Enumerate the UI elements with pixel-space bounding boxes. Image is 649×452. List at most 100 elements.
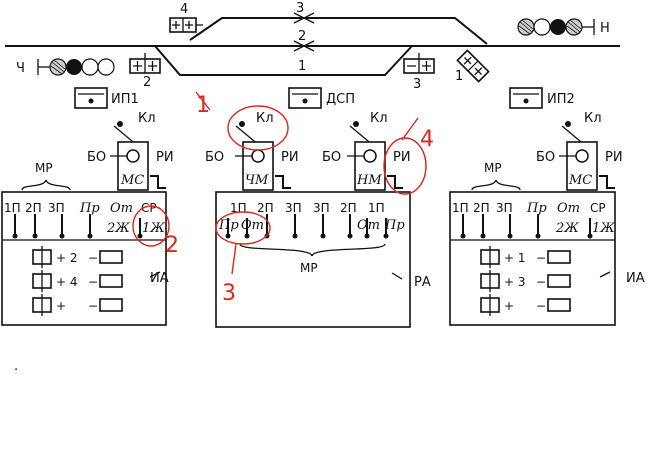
panel-left	[1, 179, 167, 326]
indicator-dsp-label: ДСП	[326, 92, 355, 107]
right-end-label: Н	[600, 21, 610, 36]
panel-mid-1p-b: 1П	[368, 201, 385, 215]
panel-right-row-2	[480, 270, 571, 292]
ri-label-chm: РИ	[281, 150, 299, 165]
signal-3	[403, 53, 435, 74]
key-unit-nm	[347, 121, 403, 191]
panel-right-row3-text: +	[504, 299, 514, 313]
switch-1-label: 1	[455, 69, 463, 84]
bo-label-left: БО	[87, 150, 106, 165]
left-end-label: Ч	[16, 61, 25, 76]
ri-label-left: РИ	[156, 150, 174, 165]
bo-label-chm: БО	[205, 150, 224, 165]
nm-label: НМ	[356, 173, 382, 188]
signal-1	[456, 49, 490, 83]
panel-right-label: ИА	[626, 271, 645, 286]
panel-left-row2-minus: −	[88, 275, 98, 289]
track-3-label: 3	[296, 1, 304, 16]
panel-mid-ot-a: От	[241, 218, 264, 233]
panel-right-2p: 2П	[473, 201, 490, 215]
track-2-arrows	[293, 40, 315, 52]
panel-left-row1-text: + 2	[56, 251, 78, 265]
switch-2-label: 2	[143, 75, 151, 90]
ms-label-right: МС	[568, 173, 592, 188]
signal-4	[169, 17, 203, 33]
panel-left-row3-text: +	[56, 299, 66, 313]
panel-mid-2p-a: 2П	[257, 201, 274, 215]
annotation-number-1: 1	[196, 93, 210, 118]
chm-label: ЧМ	[245, 173, 269, 188]
panel-mid	[215, 191, 411, 328]
annotation-number-4: 4	[420, 127, 434, 152]
track-3-arrows	[293, 12, 315, 24]
bo-label-nm: БО	[322, 150, 341, 165]
panel-mid-group: МР	[300, 261, 318, 275]
panel-right-1zh: 1Ж	[592, 221, 615, 236]
kl-label-chm: Кл	[256, 111, 274, 126]
signal-4-label: 4	[180, 2, 188, 17]
annotation-stroke-3	[231, 243, 237, 275]
panel-right-row3-minus: −	[536, 299, 546, 313]
panel-left-2zh: 2Ж	[106, 221, 130, 236]
switch-3-label: 3	[413, 77, 421, 92]
panel-right-ot: От	[557, 201, 580, 216]
ms-label-left: МС	[120, 173, 144, 188]
indicator-ip2-label: ИП2	[547, 92, 575, 107]
track-layout	[5, 12, 620, 76]
kl-label-nm: Кл	[370, 111, 388, 126]
ri-label-right: РИ	[605, 150, 623, 165]
track-3-line	[189, 17, 488, 45]
signal-2	[129, 53, 161, 74]
panel-mid-pr-a: Пр	[218, 218, 239, 233]
panel-right-3p: 3П	[496, 201, 513, 215]
track-2-label: 2	[298, 29, 306, 44]
panel-mid-label: РА	[414, 275, 431, 290]
panel-right-row1-text: + 1	[504, 251, 526, 265]
panel-left-ot: От	[110, 201, 133, 216]
panel-right-2zh: 2Ж	[555, 221, 579, 236]
track-1-label: 1	[298, 59, 306, 74]
panel-left-1p: 1П	[4, 201, 21, 215]
right-end-signal	[517, 18, 595, 36]
panel-left-sr: СР	[141, 201, 157, 215]
panel-right-row2-text: + 3	[504, 275, 526, 289]
track-1-line	[154, 45, 413, 76]
annotation-circle-kl	[227, 105, 289, 151]
indicator-ip1-label: ИП1	[111, 92, 139, 107]
panel-right-row2-minus: −	[536, 275, 546, 289]
kl-label-right: Кл	[584, 111, 602, 126]
panel-left-label: ИА	[150, 271, 169, 286]
stray-dot: .	[14, 359, 18, 374]
panel-right-row1-minus: −	[536, 251, 546, 265]
annotation-circle-pr-ot	[215, 211, 271, 245]
panel-mid-3p-b: 3П	[313, 201, 330, 215]
annotation-number-3: 3	[222, 281, 236, 306]
panel-left-row-3	[32, 294, 123, 316]
annotation-stroke-1	[195, 91, 211, 111]
panel-right-row-3	[480, 294, 571, 316]
annotation-circle-1zh	[132, 205, 170, 247]
panel-mid-pr-b: Пр	[384, 218, 405, 233]
panel-left-3p: 3П	[48, 201, 65, 215]
panel-left-row3-minus: −	[88, 299, 98, 313]
indicator-ip1	[74, 87, 108, 109]
panel-right	[449, 179, 616, 326]
red-annotations	[132, 91, 427, 275]
panel-left-row1-minus: −	[88, 251, 98, 265]
annotation-circle-ri	[383, 137, 427, 195]
left-end-signal	[37, 58, 115, 76]
indicator-dsp	[288, 87, 322, 109]
panel-right-sr: СР	[590, 201, 606, 215]
ri-label-nm: РИ	[393, 150, 411, 165]
panel-left-group: МР	[35, 161, 53, 175]
panel-right-1p: 1П	[452, 201, 469, 215]
panel-right-pr: Пр	[526, 201, 547, 216]
indicator-ip2	[509, 87, 543, 109]
annotation-stroke-4	[401, 117, 419, 141]
kl-label-left: Кл	[138, 111, 156, 126]
annotation-number-2: 2	[165, 233, 179, 258]
panel-mid-ot-b: От	[357, 218, 380, 233]
panel-left-row2-text: + 4	[56, 275, 78, 289]
panel-left-2p: 2П	[25, 201, 42, 215]
